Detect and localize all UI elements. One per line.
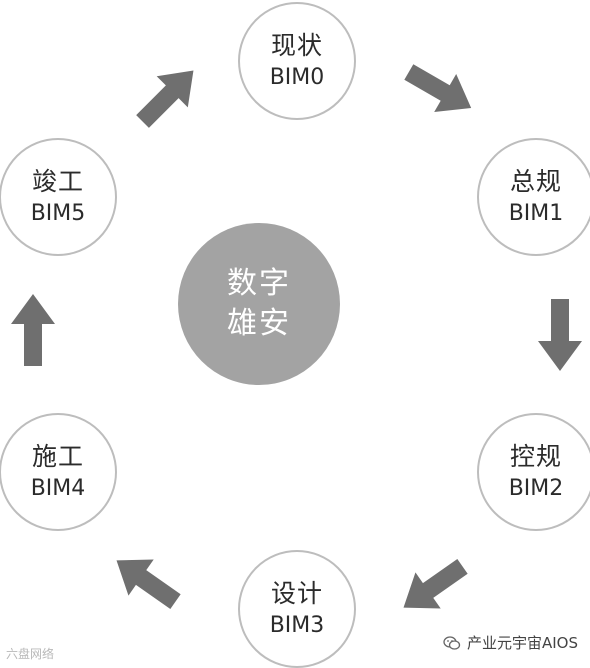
node-bim5: 竣工 BIM5 (0, 138, 117, 256)
arrow-bim3-to-bim4 (103, 542, 189, 620)
node-bim4: 施工 BIM4 (0, 413, 117, 531)
node-bim1: 总规 BIM1 (477, 138, 590, 256)
center-line1: 数字 (227, 266, 291, 301)
node-bim0-code: BIM0 (269, 65, 325, 90)
wechat-icon (443, 635, 461, 650)
watermark-right-text: 产业元宇宙AIOS (466, 634, 578, 652)
node-bim2-name: 控规 (509, 442, 562, 471)
node-bim3-code: BIM3 (269, 613, 325, 638)
node-bim0: 现状 BIM0 (238, 2, 356, 120)
node-bim4-name: 施工 (31, 442, 84, 471)
arrow-bim5-to-bim0 (126, 54, 210, 138)
node-bim3-name: 设计 (270, 579, 323, 608)
node-bim4-code: BIM4 (30, 476, 86, 501)
watermark-left: 六盘网络 (6, 647, 55, 661)
node-bim5-name: 竣工 (31, 167, 84, 196)
node-bim3: 设计 BIM3 (238, 550, 356, 668)
arrow-bim1-to-bim2 (538, 299, 582, 371)
arrow-bim4-to-bim5 (11, 294, 55, 366)
node-bim2-code: BIM2 (508, 476, 564, 501)
arrow-bim0-to-bim1 (397, 52, 483, 128)
center-line2: 雄安 (227, 306, 291, 341)
node-bim0-name: 现状 (270, 31, 323, 60)
watermark-right: 产业元宇宙AIOS (443, 632, 578, 653)
node-bim5-code: BIM5 (30, 201, 86, 226)
node-bim1-name: 总规 (509, 167, 562, 196)
node-bim2: 控规 BIM2 (477, 413, 590, 531)
arrow-bim2-to-bim3 (390, 548, 476, 626)
node-bim1-code: BIM1 (508, 201, 564, 226)
center-circle: 数字 雄安 (178, 223, 340, 385)
